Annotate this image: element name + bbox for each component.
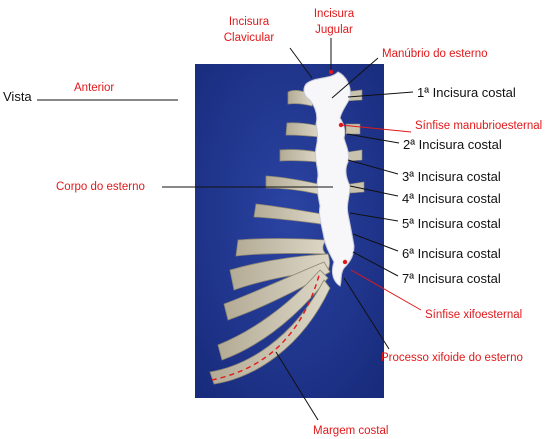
manubrium-label: Manúbrio do esterno	[382, 48, 487, 60]
costal-margin-curve	[211, 271, 321, 381]
clavicular-notch-label-2: Clavicular	[224, 32, 275, 44]
leader-costal-notch-5	[349, 212, 399, 222]
costal-notch-1-label: 1ª Incisura costal	[417, 85, 516, 100]
labels: Vista Anterior Incisura Clavicular Incis…	[3, 8, 542, 437]
view-prefix-label: Vista	[3, 89, 32, 104]
leader-costal-notch-4	[349, 185, 399, 197]
rib-3	[279, 149, 319, 163]
rib-7	[229, 253, 330, 291]
leader-xiphisternal	[350, 269, 422, 311]
jugular-notch-label-1: Incisura	[314, 8, 355, 20]
costal-notch-7-label: 7ª Incisura costal	[402, 271, 501, 286]
body-of-sternum-label: Corpo do esterno	[56, 181, 145, 193]
costal-notch-2-label: 2ª Incisura costal	[403, 137, 502, 152]
costal-notch-4-label: 4ª Incisura costal	[402, 191, 501, 206]
jugular-notch-label-2: Jugular	[315, 24, 353, 36]
costal-margin-label: Margem costal	[313, 425, 388, 437]
leader-clavicular-notch	[289, 47, 313, 79]
rib-2	[285, 122, 321, 138]
xiphoid-process-label: Processo xifoide do esterno	[381, 352, 523, 364]
rib-9	[217, 269, 329, 361]
manubriosternal-dot	[338, 122, 344, 128]
clavicular-notch-label-1: Incisura	[229, 16, 270, 28]
rib-8	[223, 261, 331, 321]
leader-costal-margin	[275, 351, 319, 421]
leader-costal-notch-1	[347, 91, 414, 98]
leader-manubriosternal	[340, 124, 412, 133]
xiphisternal-symphysis-label: Sínfise xifoesternal	[425, 309, 522, 321]
view-name-label: Anterior	[74, 82, 114, 94]
costal-notch-3-label: 3ª Incisura costal	[402, 169, 501, 184]
jugular-notch-dot	[328, 69, 334, 75]
rib-10	[209, 279, 331, 385]
costal-notch-5-label: 5ª Incisura costal	[402, 216, 501, 231]
rib-6	[235, 238, 327, 257]
leader-manubrium	[331, 57, 379, 99]
leader-costal-notch-2	[346, 133, 400, 144]
costal-notch-6-label: 6ª Incisura costal	[402, 246, 501, 261]
leader-costal-notch-6	[352, 233, 399, 252]
leader-costal-notch-3	[347, 159, 399, 175]
manubriosternal-symphysis-label: Sínfise manubrioesternal	[415, 120, 542, 132]
xiphisternal-dot	[342, 259, 348, 265]
leader-costal-notch-7	[352, 251, 399, 277]
leader-xiphoid	[343, 277, 390, 350]
pointer-lines	[37, 38, 422, 421]
